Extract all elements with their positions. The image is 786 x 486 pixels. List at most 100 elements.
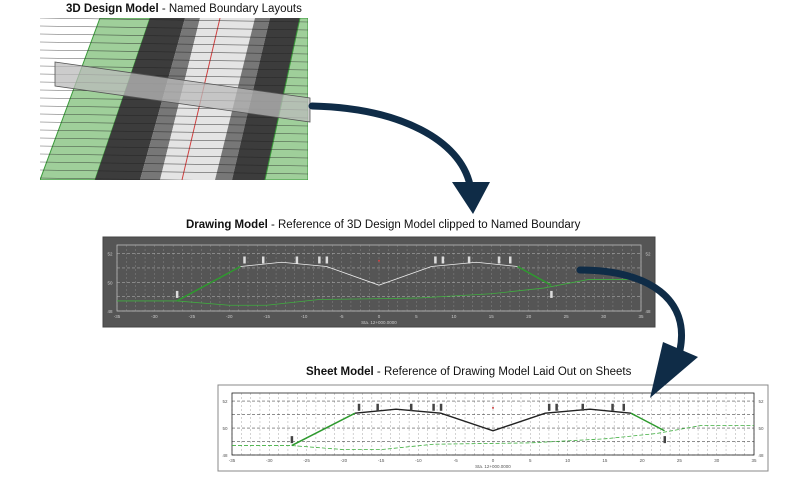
x-tick-label: 15	[602, 458, 608, 463]
annotation-label	[581, 403, 584, 411]
x-tick-label: 30	[714, 458, 720, 463]
y-tick-label: 52	[107, 252, 113, 257]
x-tick-label: 35	[638, 314, 644, 319]
x-tick-label: 5	[529, 458, 532, 463]
annotation-label	[550, 290, 553, 298]
x-tick-label: -15	[378, 458, 385, 463]
section-line	[40, 121, 308, 127]
left-slope	[176, 265, 241, 302]
x-tick-label: -25	[303, 458, 310, 463]
annotation-label	[622, 403, 625, 411]
sheet-model-title: Sheet Model - Reference of Drawing Model…	[306, 366, 632, 378]
annotation-label	[243, 256, 246, 264]
arrow-to-drawing	[308, 102, 474, 189]
x-tick-label: -5	[340, 314, 344, 319]
x-tick-label: -35	[114, 314, 121, 319]
y-tick-label: 52	[645, 252, 651, 257]
annotation-label	[409, 403, 413, 411]
centerline-marker	[378, 259, 380, 262]
y-tick-label: 48	[645, 309, 651, 314]
x-tick-label: -20	[341, 458, 348, 463]
arrowhead-icon	[650, 342, 698, 398]
section-line	[40, 49, 308, 55]
annotation-label	[357, 403, 361, 411]
annotation-label	[441, 256, 445, 264]
annotation-label	[318, 256, 321, 264]
station-label: Sta. 12+000.0000	[475, 464, 511, 469]
x-tick-label: 0	[378, 314, 381, 319]
existing-ground-line	[232, 424, 754, 451]
x-tick-label: 20	[640, 458, 646, 463]
design-model-view	[40, 10, 311, 190]
y-tick-label: 48	[758, 453, 764, 458]
annotation-label	[497, 256, 501, 264]
x-tick-label: 25	[677, 458, 683, 463]
existing-ground-line	[117, 279, 641, 306]
x-tick-label: -5	[454, 458, 458, 463]
x-tick-label: 30	[601, 314, 607, 319]
annotation-label	[295, 256, 299, 264]
design-model-title: 3D Design Model - Named Boundary Layouts	[66, 3, 302, 15]
section-line	[40, 25, 308, 31]
station-label: Sta. 12+000.0000	[361, 320, 397, 325]
x-tick-label: 10	[451, 314, 457, 319]
annotation-label	[290, 436, 294, 444]
x-tick-label: -10	[301, 314, 308, 319]
section-line	[40, 10, 308, 14]
section-line	[40, 57, 308, 63]
x-tick-label: 35	[751, 458, 757, 463]
x-tick-label: 25	[564, 314, 570, 319]
y-tick-label: 50	[107, 280, 113, 285]
x-tick-label: -15	[263, 314, 270, 319]
annotation-label	[175, 290, 179, 298]
centerline-marker	[492, 406, 494, 409]
section-line	[40, 186, 308, 190]
section-line	[40, 161, 308, 167]
x-tick-label: 0	[492, 458, 495, 463]
x-tick-label: 10	[565, 458, 571, 463]
left-slope	[291, 412, 356, 447]
annotation-label	[261, 256, 265, 264]
annotation-label	[611, 403, 614, 411]
arrow-to-sheet	[576, 266, 685, 354]
x-tick-label: 20	[526, 314, 532, 319]
annotation-label	[434, 256, 437, 264]
roadway-surface	[240, 261, 518, 286]
x-tick-label: -25	[189, 314, 196, 319]
arrowhead-icon	[452, 182, 490, 214]
section-line	[40, 169, 308, 175]
x-tick-label: 15	[489, 314, 495, 319]
annotation-label	[467, 256, 471, 264]
section-line	[40, 113, 308, 119]
x-tick-label: -35	[229, 458, 236, 463]
annotation-label	[325, 256, 329, 264]
x-tick-label: -30	[266, 458, 273, 463]
y-tick-label: 52	[758, 399, 764, 404]
named-boundary	[54, 61, 311, 123]
plot-frame	[231, 392, 755, 456]
right-slope	[517, 265, 552, 286]
x-tick-label: -30	[151, 314, 158, 319]
x-tick-label: 5	[415, 314, 418, 319]
section-line	[40, 177, 195, 180]
annotation-label	[439, 403, 443, 411]
y-tick-label: 48	[107, 309, 113, 314]
section-line	[40, 18, 308, 23]
annotation-label	[547, 403, 551, 411]
roadway-surface	[354, 408, 632, 432]
section-line	[40, 153, 308, 159]
annotation-label	[555, 403, 558, 411]
flow-arrows	[308, 102, 698, 398]
x-tick-label: -20	[226, 314, 233, 319]
y-tick-label: 50	[222, 426, 228, 431]
annotation-label	[376, 403, 379, 411]
section-line	[40, 33, 308, 39]
drawing-model-title: Drawing Model - Reference of 3D Design M…	[186, 219, 581, 231]
annotation-label	[663, 436, 667, 444]
y-tick-label: 50	[758, 426, 764, 431]
right-slope	[630, 412, 665, 432]
x-tick-label: -10	[415, 458, 422, 463]
